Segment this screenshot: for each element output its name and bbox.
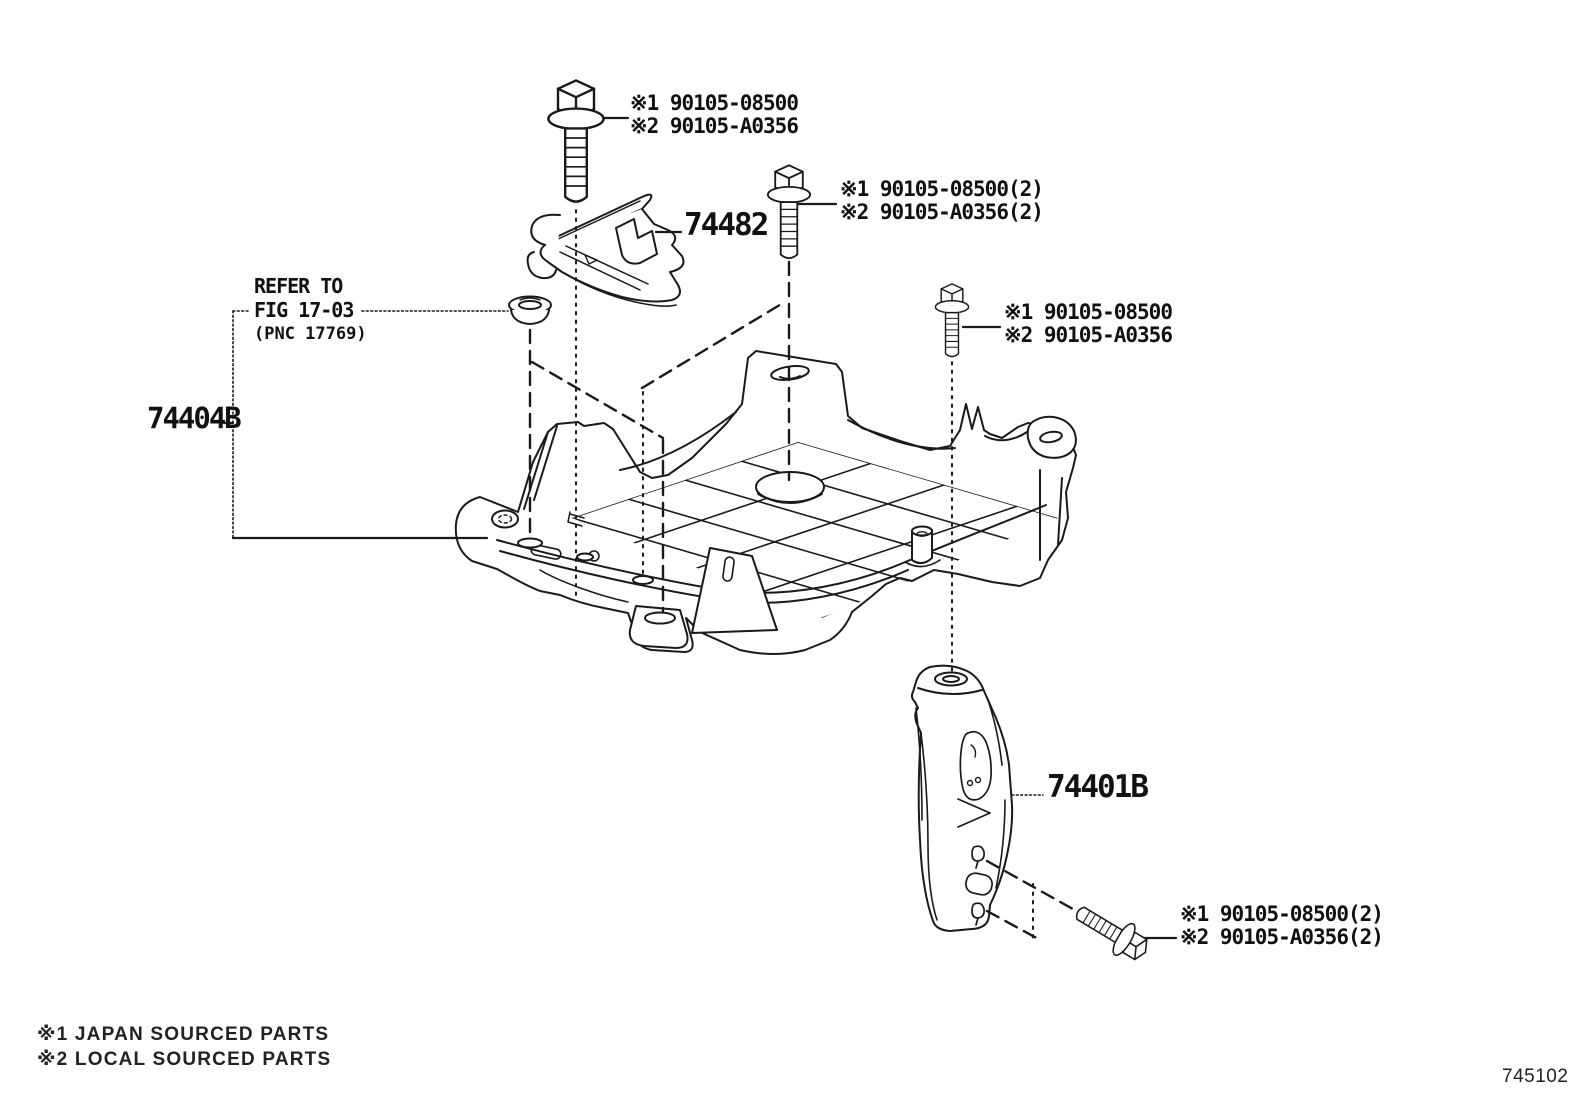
- part-label-74401B: 74401B: [1047, 769, 1149, 805]
- part-number-label: ※2 90105-A0356: [630, 114, 799, 138]
- callout-bolt-bottom: ※1 90105-08500(2) ※2 90105-A0356(2): [1180, 902, 1384, 949]
- reference-note-line: REFER TO: [254, 274, 343, 298]
- clamp-bracket-drawing: [526, 193, 685, 307]
- part-label-74404B: 74404B: [147, 401, 242, 435]
- part-number-label: ※1 90105-08500: [1004, 300, 1173, 324]
- assembly-lines: [222, 116, 1178, 943]
- sourcing-legend: ※1 JAPAN SOURCED PARTS ※2 LOCAL SOURCED …: [37, 1022, 331, 1072]
- figure-code: 745102: [1502, 1066, 1569, 1087]
- callout-bolt-top: ※1 90105-08500 ※2 90105-A0356: [630, 91, 799, 138]
- part-number-label: ※1 90105-08500(2): [1180, 902, 1384, 926]
- reference-note: REFER TO FIG 17-03 (PNC 17769): [254, 274, 367, 346]
- bolt-mid-drawing: [766, 164, 812, 260]
- callout-bolt-right: ※1 90105-08500 ※2 90105-A0356: [1004, 300, 1173, 347]
- legend-line-local: ※2 LOCAL SOURCED PARTS: [37, 1049, 332, 1070]
- part-number-label: ※2 90105-A0356(2): [1180, 925, 1384, 949]
- battery-carrier-drawing: [454, 350, 1077, 655]
- callout-bolt-mid: ※1 90105-08500(2) ※2 90105-A0356(2): [840, 177, 1044, 224]
- part-number-label: ※2 90105-A0356(2): [840, 200, 1044, 224]
- bolt-top-drawing: [547, 79, 605, 203]
- reference-note-line: FIG 17-03: [254, 298, 354, 322]
- bolt-bottom-drawing: [1067, 895, 1156, 969]
- legend-line-japan: ※1 JAPAN SOURCED PARTS: [37, 1024, 330, 1045]
- bolt-right-drawing: [934, 283, 970, 358]
- battery-clamp-drawing: [910, 664, 1014, 932]
- reference-note-line: (PNC 17769): [254, 324, 367, 344]
- part-label-74482: 74482: [684, 207, 769, 243]
- part-number-label: ※1 90105-08500: [630, 91, 799, 115]
- grommet-drawing: [508, 295, 552, 325]
- part-number-label: ※2 90105-A0356: [1004, 323, 1173, 347]
- part-number-label: ※1 90105-08500(2): [840, 177, 1044, 201]
